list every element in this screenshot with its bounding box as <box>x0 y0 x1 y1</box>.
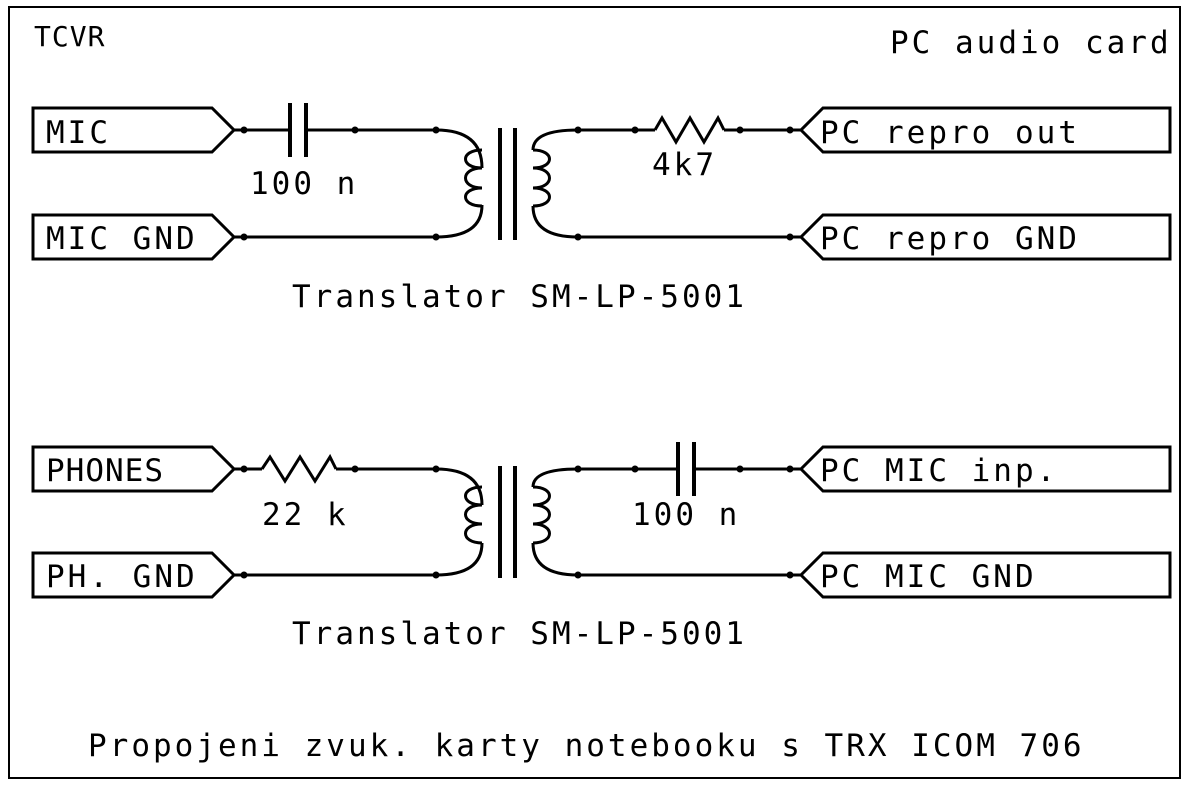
connector-pc-mic-inp <box>798 445 1172 493</box>
resistor-r1 <box>653 114 726 145</box>
transformer-t2-primary <box>464 485 483 545</box>
transformer-t1-primary-2 <box>464 148 483 170</box>
junction-dots-1 <box>240 126 794 241</box>
frame-border <box>8 6 1181 779</box>
junction-dots-2 <box>240 465 794 579</box>
transformer-t1-primary <box>464 166 483 208</box>
transformer-t2-secondary <box>532 485 551 545</box>
capacitor-c2-value: 100 n <box>632 497 740 533</box>
wire-t1-secondary-bottom <box>531 205 801 239</box>
wire-ph-gnd <box>234 542 484 577</box>
resistor-r2-value: 22 k <box>262 497 349 533</box>
transformer-t2-label: Translator SM-LP-5001 <box>292 616 747 652</box>
connector-pc-repro-out-label: PC repro out <box>820 115 1080 151</box>
connector-ph-gnd-label: PH. GND <box>46 559 198 595</box>
circuit-2: PHONES PH. GND PC MIC inp. PC MIC GND 22… <box>31 442 1172 652</box>
connector-pc-repro-out <box>798 106 1172 154</box>
transformer-t1-secondary <box>532 148 551 208</box>
diagram-caption: Propojeni zvuk. karty notebooku s TRX IC… <box>88 728 1085 764</box>
connector-mic-gnd-label: MIC GND <box>46 221 198 257</box>
wire-t2-secondary-top <box>531 467 801 488</box>
connector-pc-mic-gnd-label: PC MIC GND <box>820 559 1037 595</box>
connector-mic-label: MIC <box>46 115 111 151</box>
tcvr-header: TCVR <box>34 20 105 53</box>
wire-t2-secondary-bottom <box>531 542 801 577</box>
capacitor-c1-value: 100 n <box>250 166 358 202</box>
transformer-t1-label: Translator SM-LP-5001 <box>292 279 747 315</box>
connector-pc-repro-gnd <box>798 213 1172 261</box>
connector-mic <box>31 106 237 154</box>
connector-pc-mic-gnd <box>798 551 1172 599</box>
circuit-1: MIC MIC GND PC repro out PC repro GND 10… <box>31 103 1172 315</box>
connector-pc-repro-gnd-label: PC repro GND <box>820 221 1080 257</box>
resistor-r2 <box>260 453 338 484</box>
connector-mic-gnd <box>31 213 237 261</box>
wire-mic <box>234 128 484 169</box>
connector-phones-label: PHONES <box>46 453 164 489</box>
pc-audio-card-header: PC audio card <box>890 25 1172 61</box>
connector-phones <box>31 445 237 493</box>
wire-mic-gnd <box>234 204 484 239</box>
connector-pc-mic-inp-label: PC MIC inp. <box>820 453 1058 489</box>
resistor-r1-value: 4k7 <box>652 147 717 183</box>
connector-ph-gnd <box>31 551 237 599</box>
